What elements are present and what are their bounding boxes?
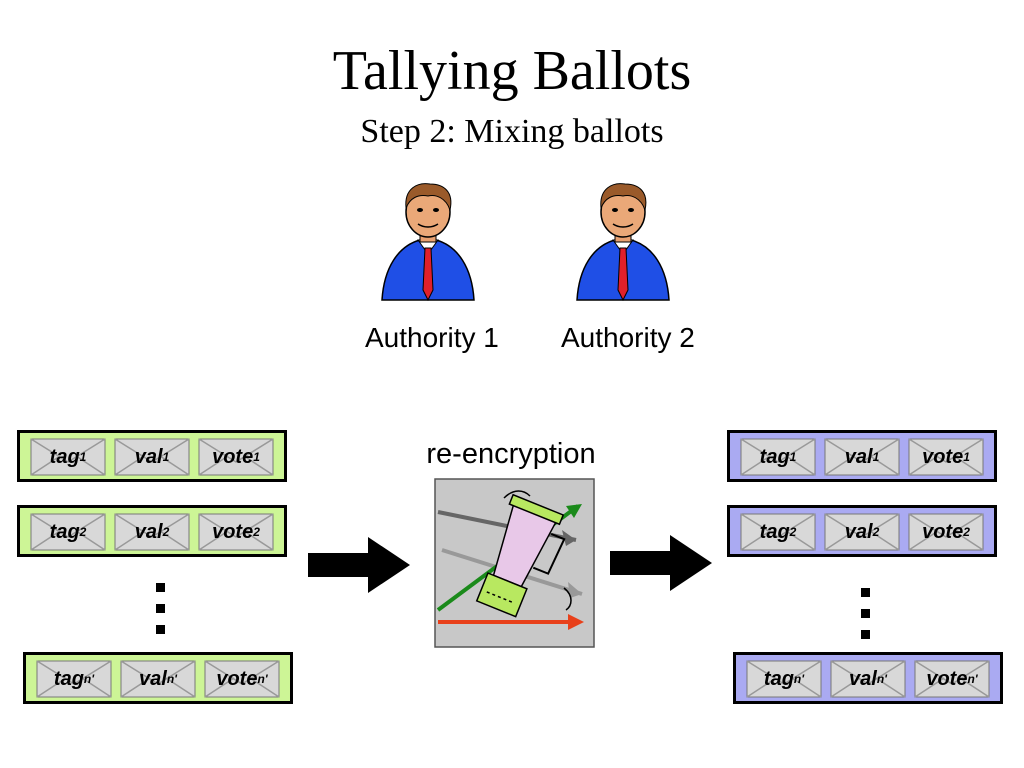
businessman-icon	[381, 183, 475, 302]
slide-title: Tallying Ballots	[332, 40, 692, 102]
tag-index: 1	[79, 450, 87, 464]
slide-subtitle: Step 2: Mixing ballots	[360, 113, 664, 150]
vote-label: vote	[216, 667, 258, 690]
vote-index: 1	[253, 450, 260, 464]
val-index: n'	[876, 672, 887, 686]
authority-2-label: Authority 2	[561, 322, 695, 353]
vote-index: n'	[967, 672, 978, 686]
val-label: val	[139, 667, 167, 690]
val-label: val	[134, 520, 163, 543]
tag-label: tag	[49, 520, 80, 543]
re-encryption-label: re-encryption	[426, 438, 596, 470]
vote-index: 2	[963, 525, 970, 539]
val-label: val	[844, 445, 873, 468]
right-arrow-icon	[610, 535, 712, 591]
blender-mixer-icon	[434, 478, 595, 648]
authority-1-label: Authority 1	[365, 322, 499, 353]
vote-label: vote	[212, 520, 254, 543]
tag-label: tag	[763, 667, 794, 690]
businessman-icon	[576, 183, 670, 302]
tag-label: tag	[759, 520, 790, 543]
tag-index: n'	[83, 672, 95, 686]
val-label: val	[844, 520, 873, 543]
vote-label: vote	[212, 445, 254, 468]
val-index: 2	[162, 525, 170, 539]
val-label: val	[134, 445, 163, 468]
tag-label: tag	[49, 445, 80, 468]
tag-index: 2	[789, 525, 797, 539]
tag-label: tag	[53, 667, 84, 690]
ellipsis-dots	[861, 588, 875, 651]
vote-index: 2	[253, 525, 260, 539]
val-index: 1	[872, 450, 880, 464]
vote-label: vote	[926, 667, 968, 690]
vote-index: 1	[963, 450, 970, 464]
val-index: 2	[872, 525, 880, 539]
vote-label: vote	[922, 445, 964, 468]
vote-label: vote	[922, 520, 964, 543]
tag-index: n'	[793, 672, 805, 686]
tag-index: 1	[789, 450, 797, 464]
val-index: 1	[162, 450, 170, 464]
tag-index: 2	[79, 525, 87, 539]
tag-label: tag	[759, 445, 790, 468]
right-arrow-icon	[308, 537, 410, 593]
val-label: val	[849, 667, 877, 690]
val-index: n'	[166, 672, 177, 686]
vote-index: n'	[257, 672, 268, 686]
ellipsis-dots	[156, 583, 170, 646]
